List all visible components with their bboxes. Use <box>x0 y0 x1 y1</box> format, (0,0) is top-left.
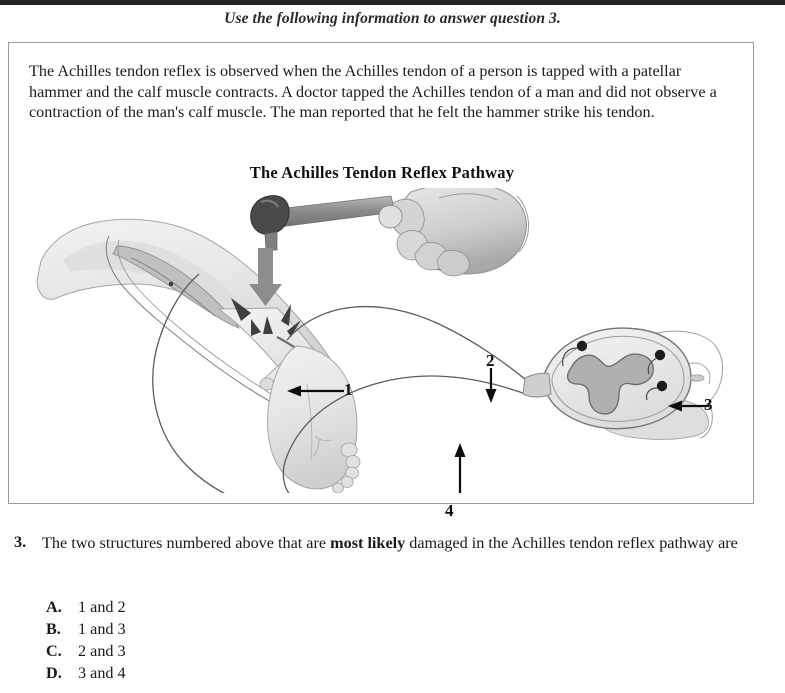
answer-options: A. 1 and 2 B. 1 and 3 C. 2 and 3 D. 3 an… <box>46 598 346 686</box>
muscle-spindle-core <box>130 257 216 317</box>
question-stem-part-1: The two structures numbered above that a… <box>42 534 331 552</box>
hammer-and-hand-group <box>231 188 530 337</box>
sensory-afferent-nerve <box>286 305 532 385</box>
hammer-head-highlight <box>260 199 279 208</box>
gray-matter <box>566 353 654 415</box>
callout-label-3: 3 <box>704 395 713 414</box>
nerve-pathway-loop <box>152 273 532 493</box>
question-stem-part-2: damaged in the Achilles tendon reflex pa… <box>405 534 738 552</box>
top-edge-bar <box>0 0 785 5</box>
hammer-neck <box>264 231 278 251</box>
callout-label-2: 2 <box>486 351 495 370</box>
reflex-pathway-illustration <box>36 188 724 493</box>
achilles-tendon-fiber-a <box>105 235 272 403</box>
vertebra-arch <box>638 330 724 439</box>
strike-direction-arrow <box>249 248 282 306</box>
question-number: 3. <box>14 533 27 551</box>
option-b-text: 1 and 3 <box>78 620 126 638</box>
efferent-to-muscle <box>152 273 226 493</box>
option-c-text: 2 and 3 <box>78 642 126 660</box>
option-d[interactable]: D. 3 and 4 <box>46 664 346 686</box>
stimulus-paragraph: The Achilles tendon reflex is observed w… <box>29 62 717 121</box>
option-a[interactable]: A. 1 and 2 <box>46 598 346 620</box>
callout-label-4: 4 <box>445 501 454 520</box>
hand-knuckle-shade <box>438 193 498 201</box>
foot <box>267 345 358 490</box>
callout-arrows <box>287 368 709 493</box>
reflex-pathway-figure <box>19 188 745 493</box>
calf-muscle-belly <box>63 240 253 316</box>
foramen-marker <box>689 374 705 382</box>
neuron-process-dorsal <box>562 347 578 367</box>
wrist-edge <box>516 195 530 253</box>
option-a-text: 1 and 2 <box>78 598 126 616</box>
option-c-letter: C. <box>46 642 62 660</box>
question-stem: The two structures numbered above that a… <box>42 533 742 554</box>
question-stem-emphasis: most likely <box>330 534 406 552</box>
option-a-letter: A. <box>46 598 62 616</box>
option-b-letter: B. <box>46 620 61 638</box>
spinal-cord-cross-section <box>522 327 724 440</box>
neuron-process-ventral <box>645 387 658 401</box>
nerve-root-bundle <box>522 372 552 398</box>
option-d-letter: D. <box>46 664 62 682</box>
neuron-dot-ventral <box>656 380 668 392</box>
spinal-cord-neuron-synapse <box>576 340 668 392</box>
neuron-dot-interneuron <box>654 349 666 361</box>
leg-group <box>36 218 361 493</box>
callout-label-1: 1 <box>344 380 353 399</box>
neuron-dot-dorsal <box>576 340 588 352</box>
callout-arrow-4 <box>454 443 466 493</box>
option-b[interactable]: B. 1 and 3 <box>46 620 346 642</box>
achilles-tendon-fiber-b <box>117 239 282 401</box>
muscle-spindle <box>112 245 241 329</box>
spinal-cord-inner-outline <box>551 335 685 422</box>
option-d-text: 3 and 4 <box>78 664 126 682</box>
spindle-receptor-dot <box>168 281 174 287</box>
callout-arrow-1 <box>287 385 344 397</box>
handle-knob <box>378 205 403 229</box>
option-c[interactable]: C. 2 and 3 <box>46 642 346 664</box>
question-3: 3. The two structures numbered above tha… <box>14 533 754 554</box>
impact-burst <box>231 298 301 337</box>
callout-arrow-2 <box>485 368 497 403</box>
foot-crease <box>312 435 332 457</box>
instruction-line: Use the following information to answer … <box>224 10 561 27</box>
callout-arrow-3 <box>668 400 709 412</box>
toes <box>332 442 361 493</box>
figure-title: The Achilles Tendon Reflex Pathway <box>249 163 515 182</box>
vertebra-process <box>686 362 711 385</box>
fingers <box>396 230 470 277</box>
information-box: The Achilles tendon reflex is observed w… <box>8 42 754 520</box>
neuron-process-inter <box>647 357 658 375</box>
motor-efferent-nerve <box>282 375 532 493</box>
